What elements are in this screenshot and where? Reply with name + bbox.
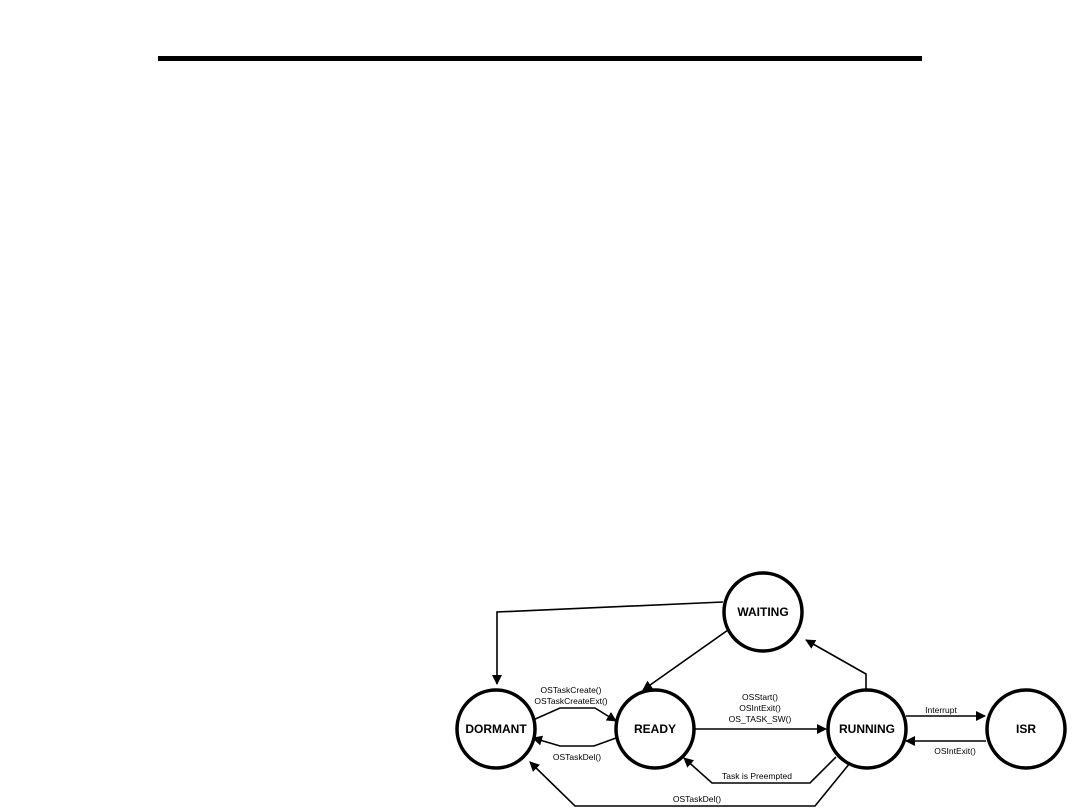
label-os-int-exit-isr: OSIntExit(): [934, 746, 976, 756]
state-dormant-label: DORMANT: [465, 722, 527, 736]
state-isr: ISR: [985, 688, 1067, 770]
label-task-preempted: Task is Preempted: [722, 771, 792, 781]
label-interrupt: Interrupt: [925, 705, 957, 715]
label-os-task-sw: OS_TASK_SW(): [729, 714, 792, 724]
label-os-int-exit-ready: OSIntExit(): [739, 703, 781, 713]
edge-waiting-to-dormant: [492, 601, 724, 685]
edge-ready-to-dormant: [532, 735, 617, 747]
edge-dormant-to-ready: [532, 707, 617, 722]
state-isr-label: ISR: [1016, 722, 1036, 736]
state-dormant: DORMANT: [455, 688, 537, 770]
label-os-task-del-running: OSTaskDel(): [673, 794, 721, 804]
state-ready: READY: [614, 688, 696, 770]
edge-waiting-to-ready: [642, 629, 729, 691]
edge-running-to-waiting: [805, 639, 867, 695]
label-os-task-create-ext: OSTaskCreateExt(): [534, 696, 607, 706]
state-ready-label: READY: [634, 722, 676, 736]
state-waiting-label: WAITING: [737, 605, 788, 619]
top-rule: [158, 56, 922, 61]
label-os-task-del-ready: OSTaskDel(): [553, 752, 601, 762]
state-waiting: WAITING: [722, 571, 804, 653]
edge-running-to-ready-preempted: [683, 756, 837, 784]
label-os-task-create: OSTaskCreate(): [541, 685, 602, 695]
state-running: RUNNING: [826, 688, 908, 770]
label-os-start: OSStart(): [742, 692, 778, 702]
edge-running-to-dormant-del: [529, 761, 851, 807]
state-running-label: RUNNING: [839, 722, 895, 736]
